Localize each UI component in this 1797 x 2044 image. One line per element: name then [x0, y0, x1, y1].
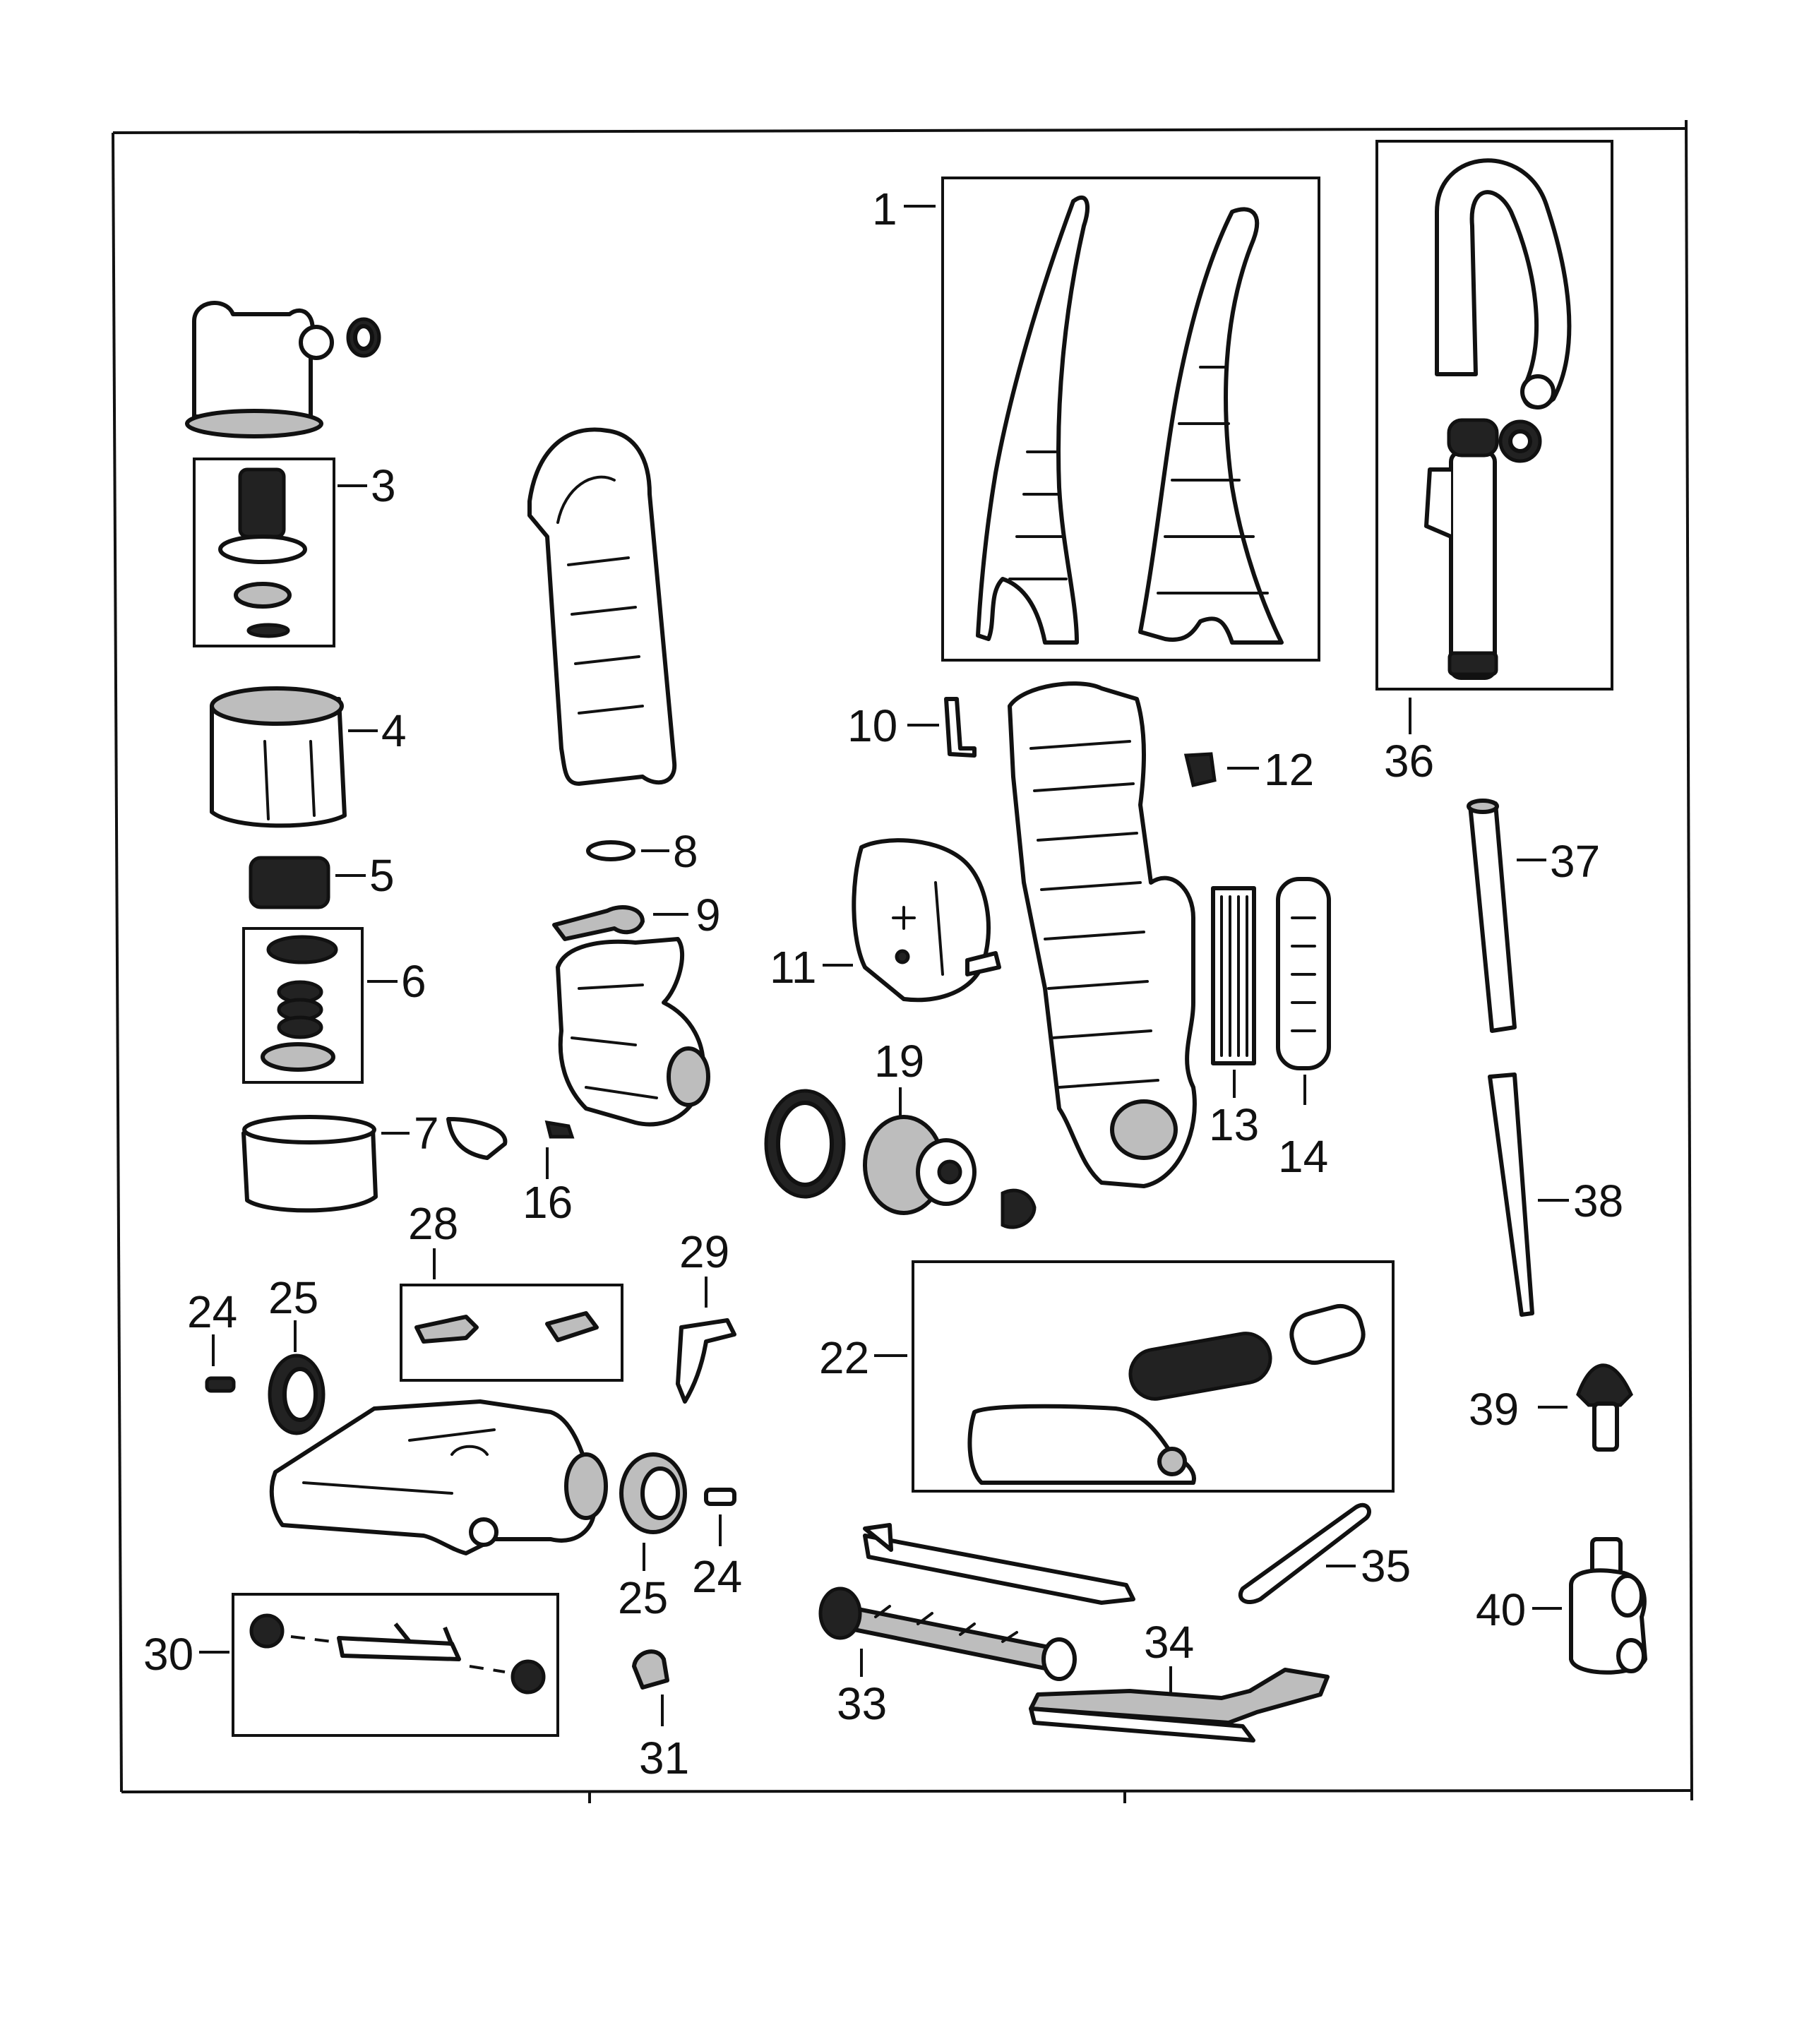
- callout-7: 7: [414, 1108, 439, 1159]
- callout-1: 1: [872, 184, 897, 234]
- callout-5: 5: [369, 850, 395, 901]
- part-5-filter: [249, 856, 330, 909]
- callout-40: 40: [1476, 1584, 1526, 1635]
- part-29-pedal: [676, 1318, 736, 1404]
- callout-12: 12: [1264, 744, 1314, 795]
- main-body: [1008, 681, 1197, 1188]
- part-39-dusting-brush: [1576, 1363, 1633, 1452]
- callout-28: 28: [408, 1198, 458, 1249]
- callout-30: 30: [143, 1629, 193, 1680]
- part-3-filter-assembly: [193, 458, 335, 647]
- part-25-wheel-right: [619, 1452, 687, 1534]
- brushroll-rod: [863, 1523, 1135, 1605]
- motor-gasket: [764, 1089, 846, 1199]
- callout-38: 38: [1573, 1176, 1623, 1226]
- callout-34: 34: [1144, 1617, 1194, 1668]
- callout-36: 36: [1384, 736, 1434, 787]
- callout-24-left: 24: [187, 1286, 237, 1337]
- callout-35: 35: [1361, 1541, 1411, 1591]
- part-12-nut: [1183, 752, 1217, 788]
- dirt-cup-top: [185, 301, 381, 438]
- part-9-lever: [552, 905, 645, 941]
- part-38-crevice-tool: [1488, 1072, 1534, 1317]
- part-35-belt: [1238, 1502, 1371, 1604]
- part-10-clip: [944, 697, 977, 758]
- callout-3: 3: [371, 460, 396, 511]
- callout-14: 14: [1278, 1131, 1328, 1182]
- diagram-frame: [112, 119, 1693, 1803]
- callout-22: 22: [819, 1332, 869, 1383]
- part-24-screw-left: [205, 1376, 236, 1393]
- part-31-knob: [632, 1649, 669, 1690]
- part-14-filter-grille: [1276, 877, 1331, 1070]
- part-30-axle-kit: [232, 1593, 559, 1737]
- part-34-bottom-plate: [1029, 1668, 1330, 1743]
- callout-29: 29: [679, 1226, 729, 1277]
- part-22-hose-assembly: [912, 1260, 1395, 1493]
- part-1-handle-assembly: [941, 177, 1320, 662]
- part-28-bracket-kit: [400, 1284, 623, 1382]
- part-6-seal-kit: [242, 927, 364, 1084]
- callout-13: 13: [1209, 1099, 1259, 1150]
- callout-19: 19: [874, 1036, 924, 1087]
- callout-8: 8: [673, 826, 698, 877]
- callout-33: 33: [837, 1678, 887, 1729]
- callout-37: 37: [1550, 836, 1600, 887]
- callout-24-right: 24: [692, 1551, 742, 1602]
- part-19-motor: [863, 1115, 1037, 1229]
- part-8-ring: [586, 840, 635, 861]
- part-36-hose-assembly: [1375, 140, 1613, 691]
- callout-25-left: 25: [268, 1272, 318, 1323]
- callout-16: 16: [523, 1177, 573, 1228]
- callout-31: 31: [639, 1733, 689, 1783]
- part-13-filter-panel: [1211, 886, 1256, 1065]
- callout-9: 9: [695, 890, 721, 940]
- part-37-extension-wand: [1467, 799, 1517, 1033]
- callout-25-right: 25: [618, 1572, 668, 1623]
- part-16-fastener: [544, 1120, 575, 1139]
- part-33-brushroll: [818, 1586, 1077, 1681]
- part-11-cord-reel: [852, 838, 1001, 1003]
- callout-4: 4: [381, 705, 407, 756]
- callout-10: 10: [847, 700, 897, 751]
- motor-housing: [556, 937, 710, 1127]
- base-foot: [269, 1399, 608, 1555]
- upper-housing: [527, 427, 677, 786]
- callout-6: 6: [401, 956, 426, 1007]
- part-7-cup-base: [241, 1115, 508, 1213]
- callout-11: 11: [770, 942, 816, 993]
- part-4-cup: [210, 686, 347, 828]
- part-25-wheel-left: [268, 1353, 326, 1435]
- callout-39: 39: [1469, 1384, 1519, 1435]
- part-24-screw-right: [704, 1488, 736, 1506]
- part-40-turbo-nozzle: [1569, 1537, 1647, 1675]
